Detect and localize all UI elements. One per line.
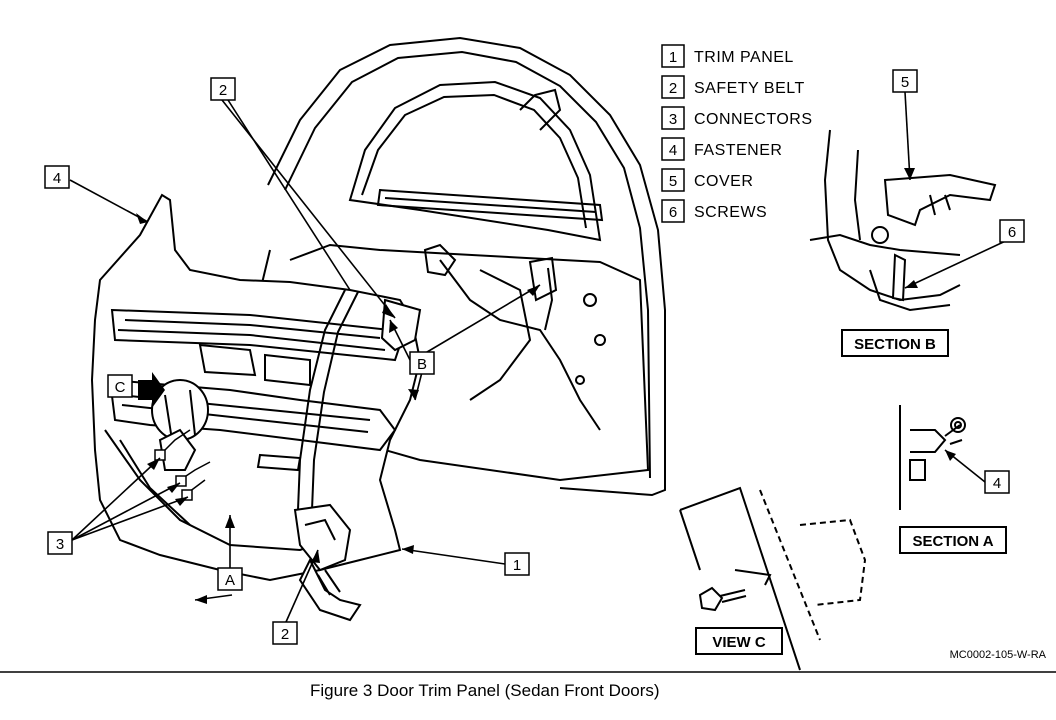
legend-item: 4 FASTENER [661,137,782,161]
svg-text:5: 5 [901,74,909,91]
svg-text:A: A [225,572,235,589]
svg-text:2: 2 [281,626,289,643]
view-c-label: VIEW C [695,627,783,655]
leader-lines [69,91,1013,623]
svg-text:3: 3 [669,111,677,128]
callout-a: A [217,567,243,591]
section-a-label: SECTION A [899,526,1007,554]
svg-text:VIEW C: VIEW C [712,634,766,651]
view-c-drawing [679,486,867,671]
callout-4-right: 4 [984,470,1010,494]
callout-b: B [409,351,435,375]
callout-6: 6 [999,219,1025,243]
svg-text:B: B [417,356,427,373]
figure-caption: Figure 3 Door Trim Panel (Sedan Front Do… [310,681,660,700]
connector-wires-drawing [154,429,211,501]
svg-text:5: 5 [669,173,677,190]
svg-text:4: 4 [993,475,1001,492]
svg-text:TRIM PANEL: TRIM PANEL [694,49,794,66]
section-b-label: SECTION B [841,329,949,357]
callout-3: 3 [47,531,73,555]
callout-5: 5 [892,69,918,93]
svg-text:CONNECTORS: CONNECTORS [694,111,813,128]
svg-text:SAFETY BELT: SAFETY BELT [694,80,805,97]
legend-item: 5 COVER [661,168,753,192]
legend-item: 1 TRIM PANEL [661,44,794,68]
svg-text:2: 2 [219,82,227,99]
figure-code: MC0002-105-W-RA [950,649,1047,661]
svg-text:SECTION B: SECTION B [854,336,936,353]
legend: 1 TRIM PANEL 2 SAFETY BELT 3 CONNECTORS … [661,44,813,223]
callout-2-top: 2 [210,77,236,101]
section-b-drawing [809,129,997,312]
svg-text:4: 4 [669,142,677,159]
legend-item: 3 CONNECTORS [661,106,813,130]
svg-text:COVER: COVER [694,173,753,190]
callout-4-left: 4 [44,165,70,189]
legend-item: 2 SAFETY BELT [661,75,805,99]
callout-c: C [107,374,133,398]
svg-text:FASTENER: FASTENER [694,142,782,159]
svg-text:6: 6 [1008,224,1016,241]
svg-text:2: 2 [669,80,677,97]
svg-text:SECTION A: SECTION A [912,533,993,550]
svg-text:SCREWS: SCREWS [694,204,767,221]
section-a-drawing [899,405,966,510]
svg-text:3: 3 [56,536,64,553]
arrow-heads [136,168,956,604]
legend-item: 6 SCREWS [661,199,767,223]
callout-2-bottom: 2 [272,621,298,645]
view-c-arrow [138,372,165,408]
svg-text:1: 1 [513,557,521,574]
callout-1: 1 [504,552,530,576]
svg-text:1: 1 [669,49,677,66]
svg-text:4: 4 [53,170,61,187]
svg-text:C: C [115,379,126,396]
svg-text:6: 6 [669,204,677,221]
